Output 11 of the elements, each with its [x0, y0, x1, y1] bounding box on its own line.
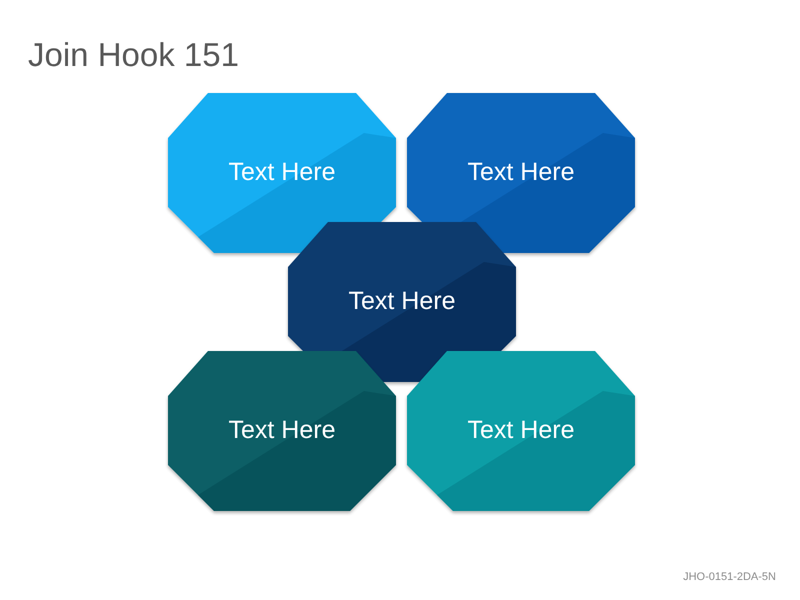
octagon-shape — [407, 93, 635, 253]
octagon-shape — [407, 351, 635, 511]
node-label: Text Here — [466, 415, 576, 445]
node-label: Text Here — [228, 157, 336, 187]
octagon-shape — [168, 351, 396, 511]
node-label: Text Here — [348, 286, 456, 316]
code-label: JHO-0151-2DA-5N — [683, 571, 776, 583]
node-label: Text Here — [466, 157, 576, 187]
octagon-shape — [168, 93, 396, 253]
title: Join Hook 151 — [28, 36, 239, 74]
node-label: Text Here — [228, 415, 336, 445]
